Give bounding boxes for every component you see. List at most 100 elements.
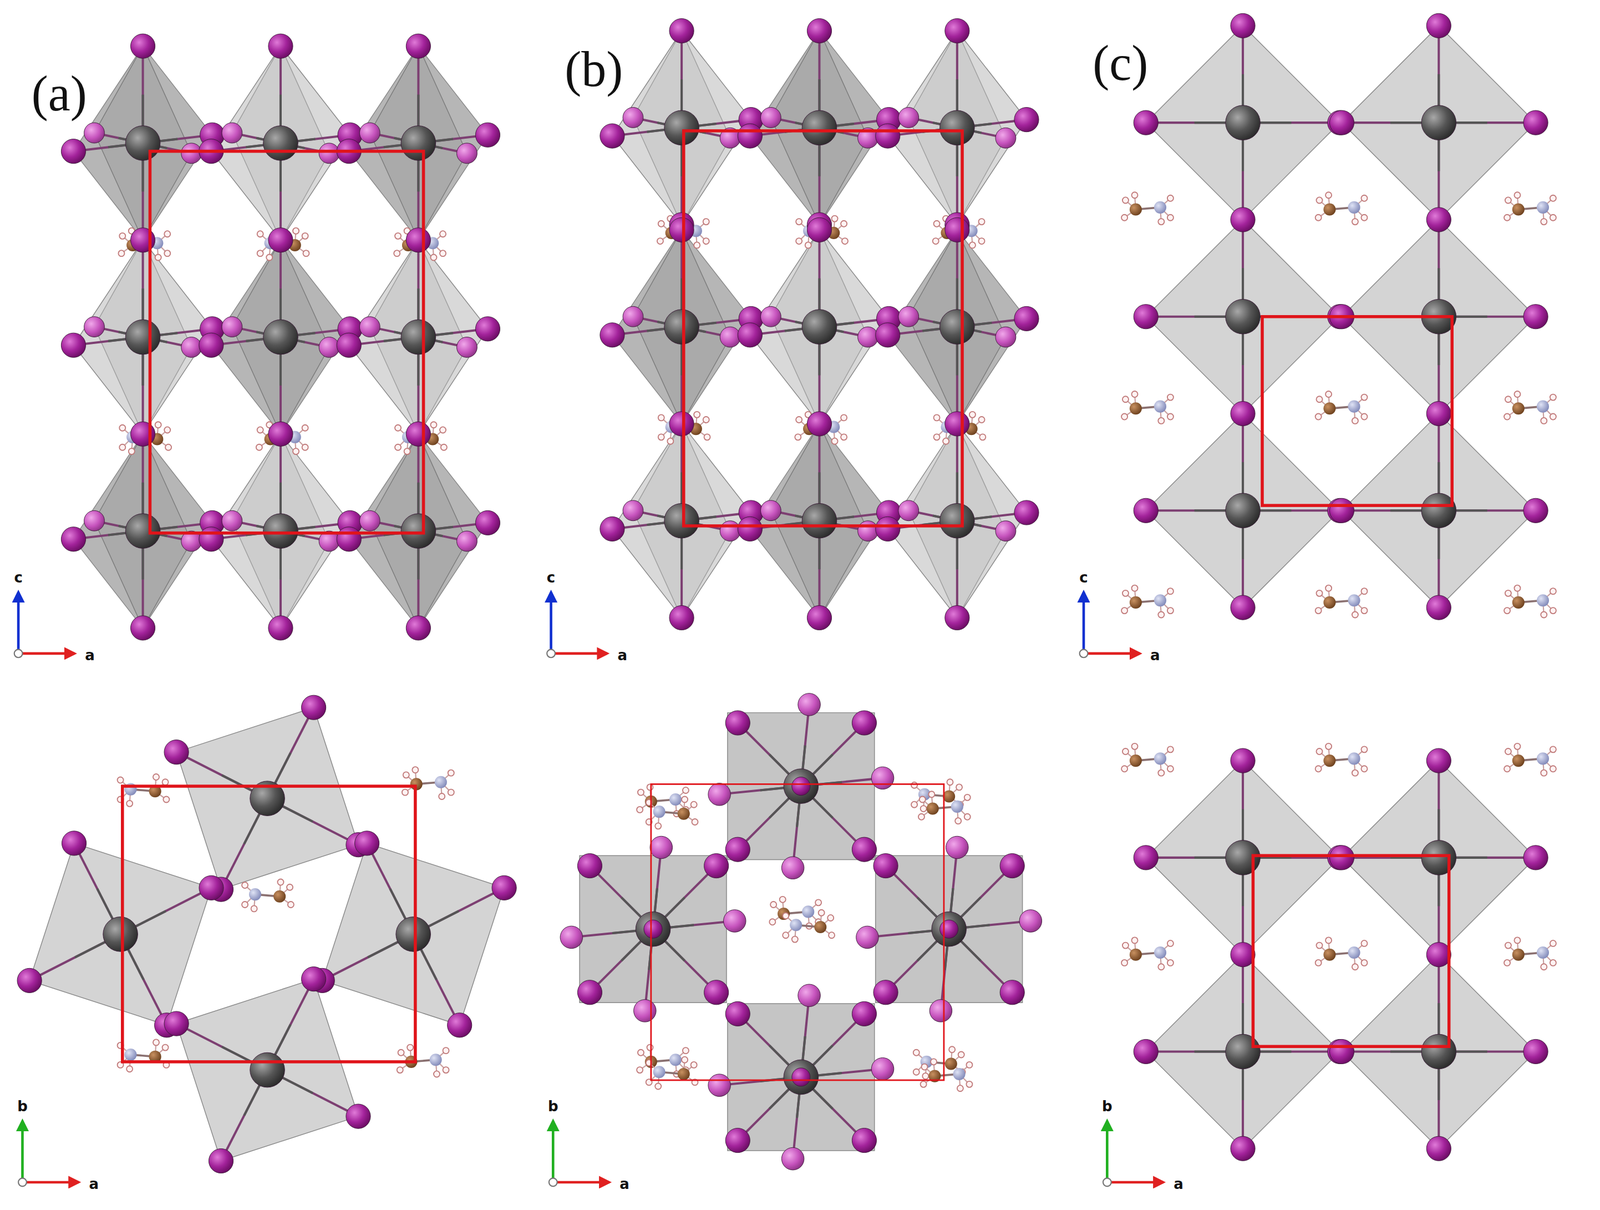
axis-origin [549,1177,558,1187]
octahedron-face [612,423,751,618]
hydrogen-atom [1131,390,1138,398]
hydrogen-atom [827,914,834,921]
hydrogen-atom [118,250,125,257]
iodine-atom [491,875,517,900]
iodine-atom [84,122,105,144]
hydrogen-atom [681,1056,688,1063]
iodine-atom [1133,304,1158,329]
hydrogen-atom [393,250,400,257]
iodine-atom [208,1148,233,1173]
hydrogen-atom [942,438,949,445]
iodine-atom [164,739,189,765]
nitrogen-atom [1536,400,1549,413]
iodine-atom [62,830,87,856]
axis-arrow [1082,592,1086,654]
hydrogen-atom [302,444,309,451]
hydrogen-atom [979,433,986,440]
axis-label: a [1150,647,1161,663]
carbon-atom [1512,948,1525,961]
hydrogen-atom [693,411,700,418]
hydrogen-atom [704,433,711,440]
hydrogen-atom [1316,590,1323,597]
hydrogen-atom [1505,942,1512,949]
iodine-atom [851,1001,877,1026]
iodine-atom [577,853,602,878]
axis-origin [1103,1177,1112,1187]
hydrogen-atom [957,1084,964,1091]
hydrogen-atom [654,822,662,829]
iodine-atom [806,18,832,43]
iodine-atom [130,615,156,640]
axis-label: c [1079,570,1088,585]
iodine-atom [359,316,380,338]
nitrogen-atom [1154,946,1167,959]
hydrogen-atom [919,795,926,802]
nitrogen-atom [1154,201,1167,214]
carbon-atom [942,789,956,802]
octahedron-face [348,46,488,241]
iodine-atom [1426,942,1451,967]
axis-arrow [551,652,608,655]
axis-arrow [1106,1180,1163,1184]
iodine-atom [354,830,380,856]
nitrogen-atom [1536,593,1549,607]
iodine-atom [1329,498,1354,523]
octahedron-face [73,433,212,628]
hydrogen-atom [1540,417,1547,424]
axis-arrow [549,592,553,654]
iodine-atom [791,776,811,796]
lead-atom [125,513,161,549]
hydrogen-atom [119,232,126,240]
nitrogen-atom [124,1048,137,1061]
axis-label: b [1101,1098,1113,1114]
nitrogen-atom [789,918,802,931]
hydrogen-atom [636,1066,643,1073]
iodine-atom [851,710,877,735]
iodine-atom [475,122,500,147]
octahedron-face [887,229,1027,424]
axis-label: a [1173,1176,1184,1191]
hydrogen-atom [1122,196,1129,203]
iodine-atom [649,835,673,858]
unit-cell [1262,316,1452,506]
iodine-atom [737,123,763,149]
iodine-atom [1426,400,1451,426]
iodine-atom [1230,13,1256,38]
iodine-atom [268,421,293,446]
octahedron-face [1341,954,1536,1149]
unit-cell-layer [122,130,1452,1080]
octahedron-face [211,433,350,628]
hydrogen-atom [682,1047,689,1054]
lead-atom [1421,105,1457,141]
hydrogen-atom [1315,214,1322,221]
iodine-atom [704,979,729,1005]
lead-atom [400,319,436,355]
hydrogen-atom [302,250,309,257]
iodine-atom [301,694,327,720]
iodine-atom [875,123,901,149]
lead-atom [1225,1033,1261,1069]
hydrogen-atom [153,1038,160,1045]
hydrogen-atom [1505,196,1512,203]
hydrogen-atom [658,220,665,227]
iodine-atom [806,411,832,436]
axis-arrow [552,1180,609,1184]
lead-atom [801,309,837,345]
iodine-atom [1523,110,1548,135]
axis-arrow [1105,1120,1109,1182]
octahedron-face [1341,25,1536,220]
hydrogen-atom [1360,195,1368,202]
iodine-atom [1230,595,1256,620]
hydrogen-atom [1167,959,1174,966]
nitrogen-atom [1348,752,1361,765]
hydrogen-atom [657,237,664,245]
hydrogen-atom [691,818,698,825]
octahedron-face [29,842,212,1025]
nitrogen-atom [1348,400,1361,413]
iodine-atom [447,1012,472,1038]
carbon-atom [1129,948,1142,961]
hydrogen-atom [126,1065,133,1072]
hydrogen-atom [1550,413,1557,420]
hydrogen-atom [119,444,126,451]
iodine-atom [806,605,832,630]
